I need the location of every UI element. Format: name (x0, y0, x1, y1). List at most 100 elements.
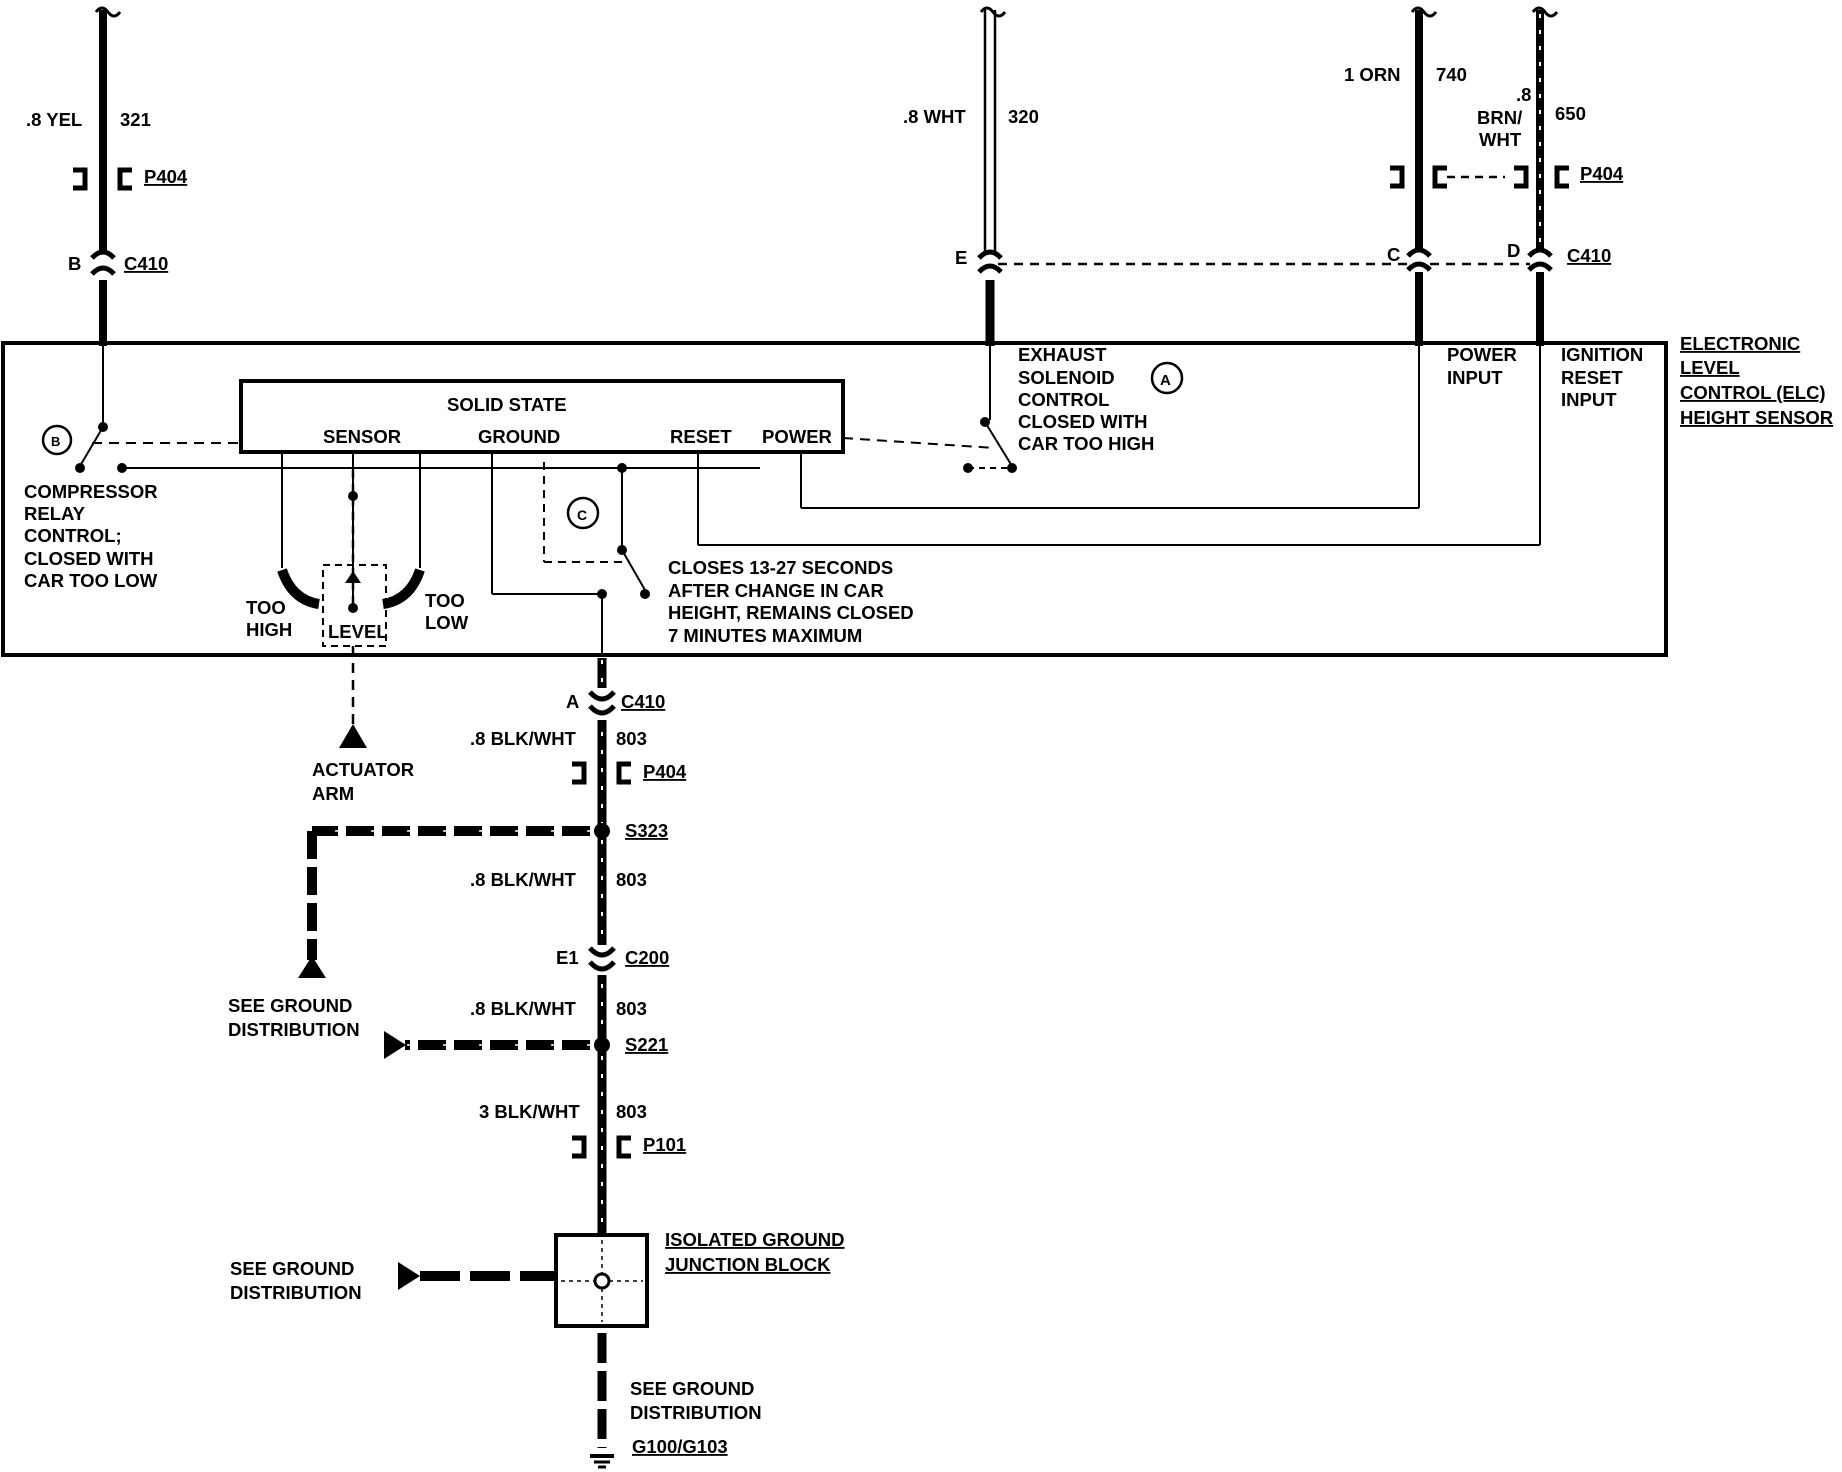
svg-text:COMPRESSOR: COMPRESSOR (24, 481, 158, 502)
svg-text:INPUT: INPUT (1447, 367, 1503, 388)
svg-text:CAR TOO LOW: CAR TOO LOW (24, 570, 158, 591)
power-input-circuit: POWER INPUT (800, 344, 1517, 509)
wire-320-circuit: 320 (1008, 106, 1039, 127)
svg-text:HEIGHT SENSOR: HEIGHT SENSOR (1680, 407, 1833, 428)
see-ground-label-3: SEE GROUND DISTRIBUTION (630, 1378, 762, 1423)
ground-label: G100/G103 (632, 1436, 728, 1457)
seg3-gauge: .8 BLK/WHT (470, 998, 577, 1019)
svg-text:HEIGHT, REMAINS CLOSED: HEIGHT, REMAINS CLOSED (668, 602, 914, 623)
elc-module-box (1, 341, 1668, 657)
junction-block-label: ISOLATED GROUND JUNCTION BLOCK (665, 1229, 845, 1275)
svg-text:DISTRIBUTION: DISTRIBUTION (630, 1402, 762, 1423)
svg-text:POWER: POWER (1447, 344, 1517, 365)
wire-320-gauge: .8 WHT (903, 106, 966, 127)
actuator-arm-label: ACTUATOR ARM (312, 759, 414, 804)
timer-switch: C (491, 452, 650, 599)
svg-text:IGNITION: IGNITION (1561, 344, 1643, 365)
c410-pin-c-label: C (1387, 244, 1400, 265)
svg-text:ISOLATED GROUND: ISOLATED GROUND (665, 1229, 845, 1250)
splice-s323: S323 (298, 820, 668, 978)
seg4-gauge: 3 BLK/WHT (479, 1101, 580, 1122)
svg-text:S221: S221 (625, 1034, 668, 1055)
svg-text:S323: S323 (625, 820, 668, 841)
ground-symbol: G100/G103 (590, 1436, 728, 1469)
connector-c410-pin-b: B C410 (68, 249, 168, 276)
svg-text:SEE GROUND: SEE GROUND (230, 1258, 354, 1279)
svg-text:ACTUATOR: ACTUATOR (312, 759, 414, 780)
seg2-circuit: 803 (616, 869, 647, 890)
svg-text:ELECTRONIC: ELECTRONIC (1680, 333, 1800, 354)
svg-text:P101: P101 (643, 1134, 686, 1155)
isolated-ground-junction-block (398, 1233, 649, 1328)
see-ground-label-2: SEE GROUND DISTRIBUTION (230, 1258, 362, 1303)
connector-p404-ground: P404 (572, 761, 687, 785)
exhaust-solenoid-switch (842, 346, 1017, 473)
wire-740-gauge: 1 ORN (1344, 64, 1401, 85)
seg1-circuit: 803 (616, 728, 647, 749)
svg-text:SEE GROUND: SEE GROUND (630, 1378, 754, 1399)
ignition-reset-circuit: IGNITION RESET INPUT (697, 344, 1643, 546)
marker-b: B (51, 434, 60, 449)
pin-reset-label: RESET (670, 426, 732, 447)
c410-label-a: C410 (621, 691, 665, 712)
solid-state-label: SOLID STATE (447, 394, 567, 415)
svg-text:DISTRIBUTION: DISTRIBUTION (228, 1019, 360, 1040)
too-high-label: TOO HIGH (246, 597, 292, 640)
svg-text:CONTROL (ELC): CONTROL (ELC) (1680, 382, 1826, 403)
svg-text:LOW: LOW (425, 612, 469, 633)
svg-text:TOO: TOO (246, 597, 286, 618)
wire-321-circuit: 321 (120, 109, 151, 130)
elc-title: ELECTRONIC LEVEL CONTROL (ELC) HEIGHT SE… (1680, 333, 1833, 428)
connector-c410-pin-d: D C410 (1507, 240, 1611, 272)
splice-s221: S221 (384, 1031, 668, 1059)
connector-p404-yel: P404 (73, 166, 188, 191)
wire-321-yel: .8 YEL 321 (26, 6, 151, 346)
svg-text:CLOSES 13-27 SECONDS: CLOSES 13-27 SECONDS (668, 557, 893, 578)
pin-ground-label: GROUND (478, 426, 560, 447)
svg-text:RELAY: RELAY (24, 503, 86, 524)
svg-text:CLOSED WITH: CLOSED WITH (1018, 411, 1148, 432)
solid-state-box (239, 379, 845, 454)
c410-pin-e-label: E (955, 247, 967, 268)
marker-a: A (1160, 372, 1171, 389)
svg-text:LEVEL: LEVEL (1680, 357, 1740, 378)
svg-text:A: A (566, 691, 579, 712)
too-low-label: TOO LOW (425, 590, 469, 633)
wire-321-gauge: .8 YEL (26, 109, 82, 130)
svg-text:JUNCTION BLOCK: JUNCTION BLOCK (665, 1254, 831, 1275)
wire-650-circuit: 650 (1555, 103, 1586, 124)
svg-text:AFTER CHANGE IN CAR: AFTER CHANGE IN CAR (668, 580, 884, 601)
connector-c410-pin-e: E (955, 247, 1003, 274)
p404-label-yel: P404 (144, 166, 188, 187)
level-label: LEVEL (328, 621, 388, 642)
compressor-relay-switch: B (41, 346, 760, 473)
compressor-label: COMPRESSOR RELAY CONTROL; CLOSED WITH CA… (24, 481, 158, 591)
connector-c410-pin-c: C (1387, 244, 1432, 272)
svg-text:INPUT: INPUT (1561, 389, 1617, 410)
pin-power-label: POWER (762, 426, 832, 447)
svg-text:CONTROL;: CONTROL; (24, 525, 122, 546)
seg3-circuit: 803 (616, 998, 647, 1019)
svg-text:SEE GROUND: SEE GROUND (228, 995, 352, 1016)
svg-text:RESET: RESET (1561, 367, 1623, 388)
svg-text:CONTROL: CONTROL (1018, 389, 1109, 410)
c410-label-d: C410 (1567, 245, 1611, 266)
seg4-circuit: 803 (616, 1101, 647, 1122)
marker-c: C (577, 507, 587, 523)
connector-p404-orn-brn: P404 (1390, 163, 1624, 189)
wire-650-gauge-1: .8 (1516, 84, 1531, 105)
svg-text:EXHAUST: EXHAUST (1018, 344, 1107, 365)
wire-320-wht: .8 WHT 320 (903, 6, 1039, 346)
c410-pin-b-label: B (68, 253, 81, 274)
pin-sensor-label: SENSOR (323, 426, 401, 447)
connector-c410-pin-a: A C410 (566, 690, 665, 716)
seg1-gauge: .8 BLK/WHT (470, 728, 577, 749)
svg-text:TOO: TOO (425, 590, 465, 611)
p404-label-brn: P404 (1580, 163, 1624, 184)
wire-650-gauge-2: BRN/ (1477, 107, 1522, 128)
svg-text:CLOSED WITH: CLOSED WITH (24, 548, 154, 569)
svg-text:P404: P404 (643, 761, 687, 782)
connector-c200-pin-e1: E1 C200 (556, 946, 669, 972)
seg2-gauge: .8 BLK/WHT (470, 869, 577, 890)
